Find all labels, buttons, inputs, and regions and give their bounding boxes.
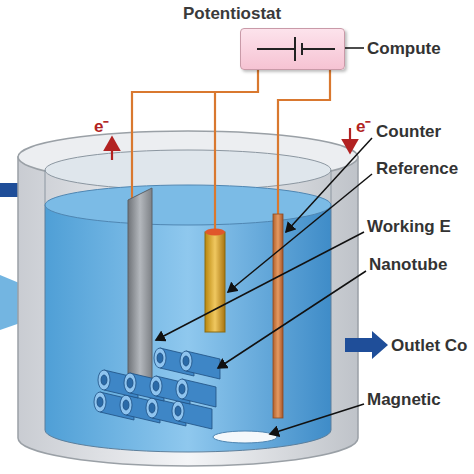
part-label: Magnetic (367, 391, 441, 408)
instrument-heading: Potentiostat (183, 5, 281, 22)
part-label: Reference (376, 160, 458, 177)
electron-label: e⁻ (356, 118, 371, 135)
device-label: Compute (367, 40, 441, 57)
part-label: Counter (376, 123, 441, 140)
part-label: Working E (367, 218, 451, 235)
battery-symbol (241, 29, 344, 69)
potentiostat-box: Potentiostat (240, 28, 345, 70)
electron-label: e⁻ (94, 118, 109, 135)
part-label: Nanotube (369, 256, 447, 273)
part-label: Outlet Co (391, 337, 468, 354)
